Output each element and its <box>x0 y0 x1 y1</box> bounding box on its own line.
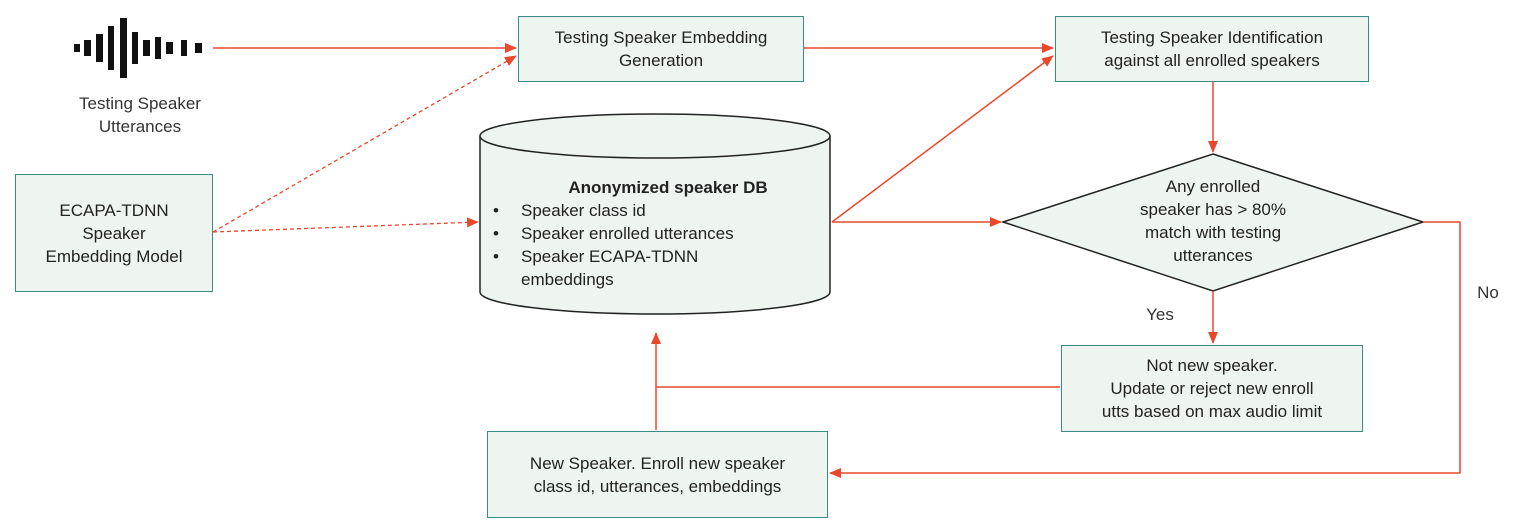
speaker-db-item: Speaker ECAPA-TDNN embeddings <box>488 245 828 291</box>
decision-line2: speaker has > 80% <box>1139 200 1286 219</box>
decision-line3: match with testing <box>1144 223 1282 242</box>
embedding-generation-box: Testing Speaker Embedding Generation <box>518 16 804 82</box>
not-new-speaker-line3: utts based on max audio limit <box>1101 402 1323 421</box>
edge-label-yes: Yes <box>1146 305 1174 324</box>
testing-utterances-line2: Utterances <box>98 117 182 136</box>
arrow-db-to-identification <box>831 55 1054 223</box>
embedding-model-line2: Speaker <box>82 223 146 243</box>
arrow-update-to-db <box>651 332 1060 388</box>
testing-utterances-line1: Testing Speaker <box>79 94 201 113</box>
edge-label-no: No <box>1477 283 1499 302</box>
embedding-model-line3: Embedding Model <box>45 246 183 266</box>
speaker-db-title: Anonymized speaker DB <box>568 178 768 197</box>
embedding-model-box: ECAPA-TDNN Speaker Embedding Model <box>15 174 213 292</box>
audio-waveform-icon <box>74 18 202 78</box>
arrow-model-to-generation <box>212 55 517 233</box>
decision-line4: utterances <box>1173 246 1253 265</box>
identification-box: Testing Speaker Identification against a… <box>1055 16 1369 82</box>
speaker-db-item-text: Speaker ECAPA-TDNN embeddings <box>521 247 699 289</box>
new-speaker-line1: New Speaker. Enroll new speaker <box>529 453 786 473</box>
speaker-db-list: Speaker class id Speaker enrolled uttera… <box>488 199 828 291</box>
identification-line2: against all enrolled speakers <box>1104 51 1320 70</box>
speaker-db: Anonymized speaker DB Speaker class id S… <box>488 176 828 291</box>
embedding-generation-line2: Generation <box>618 51 704 70</box>
new-speaker-box: New Speaker. Enroll new speaker class id… <box>487 431 828 518</box>
testing-utterances-label: Testing Speaker Utterances <box>40 92 240 138</box>
embedding-generation-line1: Testing Speaker Embedding <box>554 28 768 47</box>
not-new-speaker-box: Not new speaker. Update or reject new en… <box>1061 345 1363 432</box>
speaker-db-item: Speaker enrolled utterances <box>488 222 828 245</box>
embedding-model-line1: ECAPA-TDNN <box>59 200 169 220</box>
not-new-speaker-line1: Not new speaker. <box>1146 356 1278 375</box>
decision-line1: Any enrolled <box>1165 177 1261 196</box>
arrow-decision-no <box>829 221 1461 478</box>
not-new-speaker-line2: Update or reject new enroll <box>1110 379 1314 398</box>
identification-line1: Testing Speaker Identification <box>1100 28 1324 47</box>
decision-text: Any enrolled speaker has > 80% match wit… <box>1090 175 1336 267</box>
new-speaker-line2: class id, utterances, embeddings <box>533 476 782 496</box>
speaker-db-item: Speaker class id <box>488 199 828 222</box>
arrow-model-to-db <box>212 217 479 233</box>
